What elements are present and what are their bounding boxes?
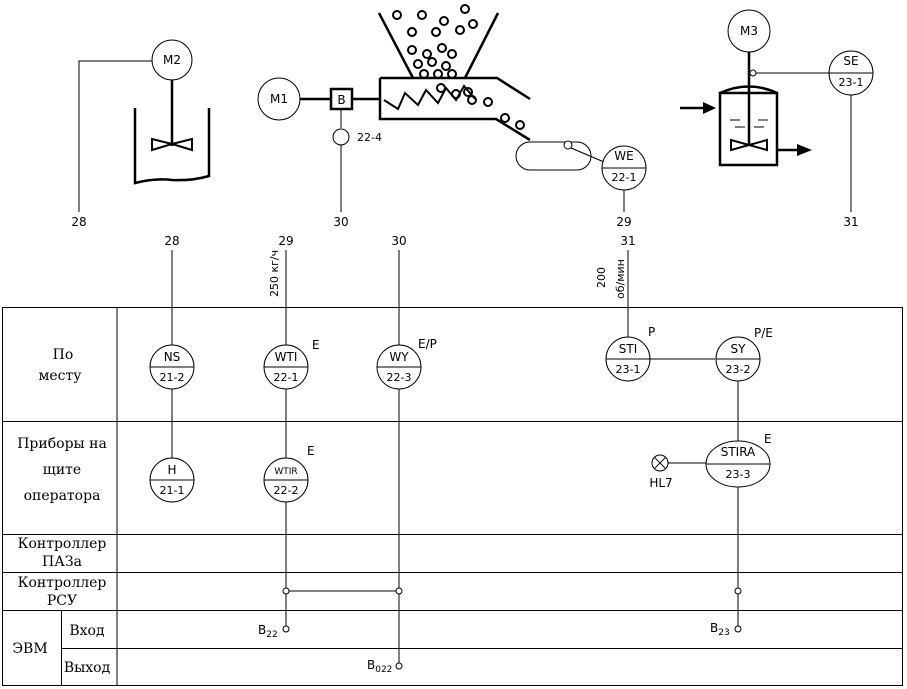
- row-input: Вход: [69, 623, 105, 639]
- row-rsu-line2: РСУ: [47, 593, 77, 609]
- reactor-vessel-right: [680, 52, 812, 167]
- svg-text:STIRA: STIRA: [721, 445, 756, 459]
- table-grid: [2, 307, 903, 686]
- svg-text:21-2: 21-2: [160, 371, 185, 384]
- junction-dots: [282, 587, 742, 670]
- connector-31: 31: [620, 234, 635, 248]
- weigh-belt: [515, 140, 605, 171]
- flow-note: 250 кг/ч: [268, 250, 281, 297]
- row-local-line1: По: [53, 347, 74, 363]
- signal-b022: B022: [367, 658, 392, 675]
- svg-text:SY: SY: [731, 342, 747, 356]
- connector-30: 30: [391, 234, 406, 248]
- signal-b22: B22: [258, 623, 278, 640]
- svg-text:23-3: 23-3: [726, 468, 751, 481]
- svg-text:E: E: [312, 338, 320, 352]
- svg-text:P: P: [648, 325, 655, 339]
- instrument-ns-21-2: NS 21-2: [149, 344, 195, 390]
- line-number-31: 31: [843, 215, 858, 229]
- svg-text:22-1: 22-1: [274, 371, 299, 384]
- signal-b23: B23: [710, 621, 730, 638]
- bulk-granules: [392, 4, 525, 130]
- motor-m2: M2: [151, 39, 193, 81]
- svg-text:SE: SE: [843, 54, 858, 68]
- svg-text:WTIR: WTIR: [274, 467, 297, 477]
- svg-text:E/P: E/P: [418, 337, 437, 351]
- inlet-arrowhead: [703, 102, 716, 114]
- row-panel-line1: Приборы на: [17, 436, 107, 452]
- signal-line-28-process: [78, 60, 152, 212]
- agitator-icon: [730, 138, 768, 152]
- svg-text:E: E: [307, 444, 315, 458]
- weight-sensor-we-22-1: WE 22-1: [601, 145, 647, 191]
- instrument-wti-22-1: WTI 22-1 E: [263, 338, 320, 390]
- gearbox-b: B: [329, 87, 354, 111]
- signal-lines: [171, 250, 739, 663]
- connector-29: 29: [278, 234, 293, 248]
- speed-sensor-22-4: 22-4: [332, 128, 382, 146]
- svg-text:23-2: 23-2: [726, 363, 751, 376]
- svg-text:H: H: [167, 463, 176, 477]
- agitator-icon: [151, 137, 193, 152]
- row-evm: ЭВМ: [12, 641, 47, 657]
- mixer-vessel-left: [133, 68, 211, 185]
- svg-text:22-4: 22-4: [357, 131, 382, 144]
- line-number-29: 29: [616, 215, 631, 229]
- row-paz-line2: ПАЗа: [42, 554, 82, 570]
- line-number-28: 28: [71, 215, 86, 229]
- outlet-arrowhead: [797, 144, 812, 156]
- row-local-line2: месту: [39, 368, 83, 384]
- svg-text:WY: WY: [389, 350, 409, 364]
- line-number-30: 30: [333, 215, 348, 229]
- svg-text:M1: M1: [270, 92, 288, 106]
- motor-m1: M1: [257, 77, 301, 121]
- speed-sensor-se-23-1: SE 23-1: [828, 50, 874, 96]
- instrument-h-21-1: H 21-1: [149, 457, 195, 503]
- svg-text:22-1: 22-1: [612, 171, 637, 184]
- svg-text:21-1: 21-1: [160, 484, 185, 497]
- svg-text:STI: STI: [619, 342, 638, 356]
- svg-text:23-1: 23-1: [839, 76, 864, 89]
- svg-text:M3: M3: [740, 24, 758, 38]
- hopper-feeder: [377, 4, 531, 142]
- svg-text:22-3: 22-3: [387, 371, 412, 384]
- svg-text:P/E: P/E: [754, 326, 773, 340]
- row-panel-line2: щите: [43, 462, 81, 478]
- row-rsu-line1: Контроллер: [18, 575, 107, 591]
- instrument-wtir-22-2: WTIR 22-2 E: [263, 444, 315, 503]
- motor-m3: M3: [727, 9, 771, 53]
- row-panel-line3: оператора: [24, 488, 101, 504]
- speed-unit: об/мин: [614, 259, 627, 299]
- row-paz-line1: Контроллер: [18, 536, 107, 552]
- svg-text:22-2: 22-2: [274, 484, 299, 497]
- svg-text:WTI: WTI: [275, 350, 298, 364]
- svg-text:NS: NS: [164, 350, 181, 364]
- svg-text:E: E: [764, 432, 772, 446]
- instrument-stira-23-3: STIRA 23-3 E: [705, 432, 772, 488]
- instrument-wy-22-3: WY 22-3 E/P: [376, 337, 437, 390]
- lamp-label-hl7: HL7: [649, 476, 672, 490]
- instrument-sy-23-2: SY 23-2 P/E: [715, 326, 773, 382]
- speed-value: 200: [595, 267, 608, 288]
- row-output: Выход: [64, 660, 111, 676]
- svg-text:B: B: [337, 93, 345, 107]
- signal-lamp-icon: HL7: [649, 454, 673, 490]
- instrument-sti-23-1: STI 23-1 P: [605, 325, 655, 382]
- svg-text:M2: M2: [163, 53, 181, 67]
- svg-text:WE: WE: [614, 149, 633, 163]
- connector-28: 28: [164, 234, 179, 248]
- svg-text:23-1: 23-1: [616, 363, 641, 376]
